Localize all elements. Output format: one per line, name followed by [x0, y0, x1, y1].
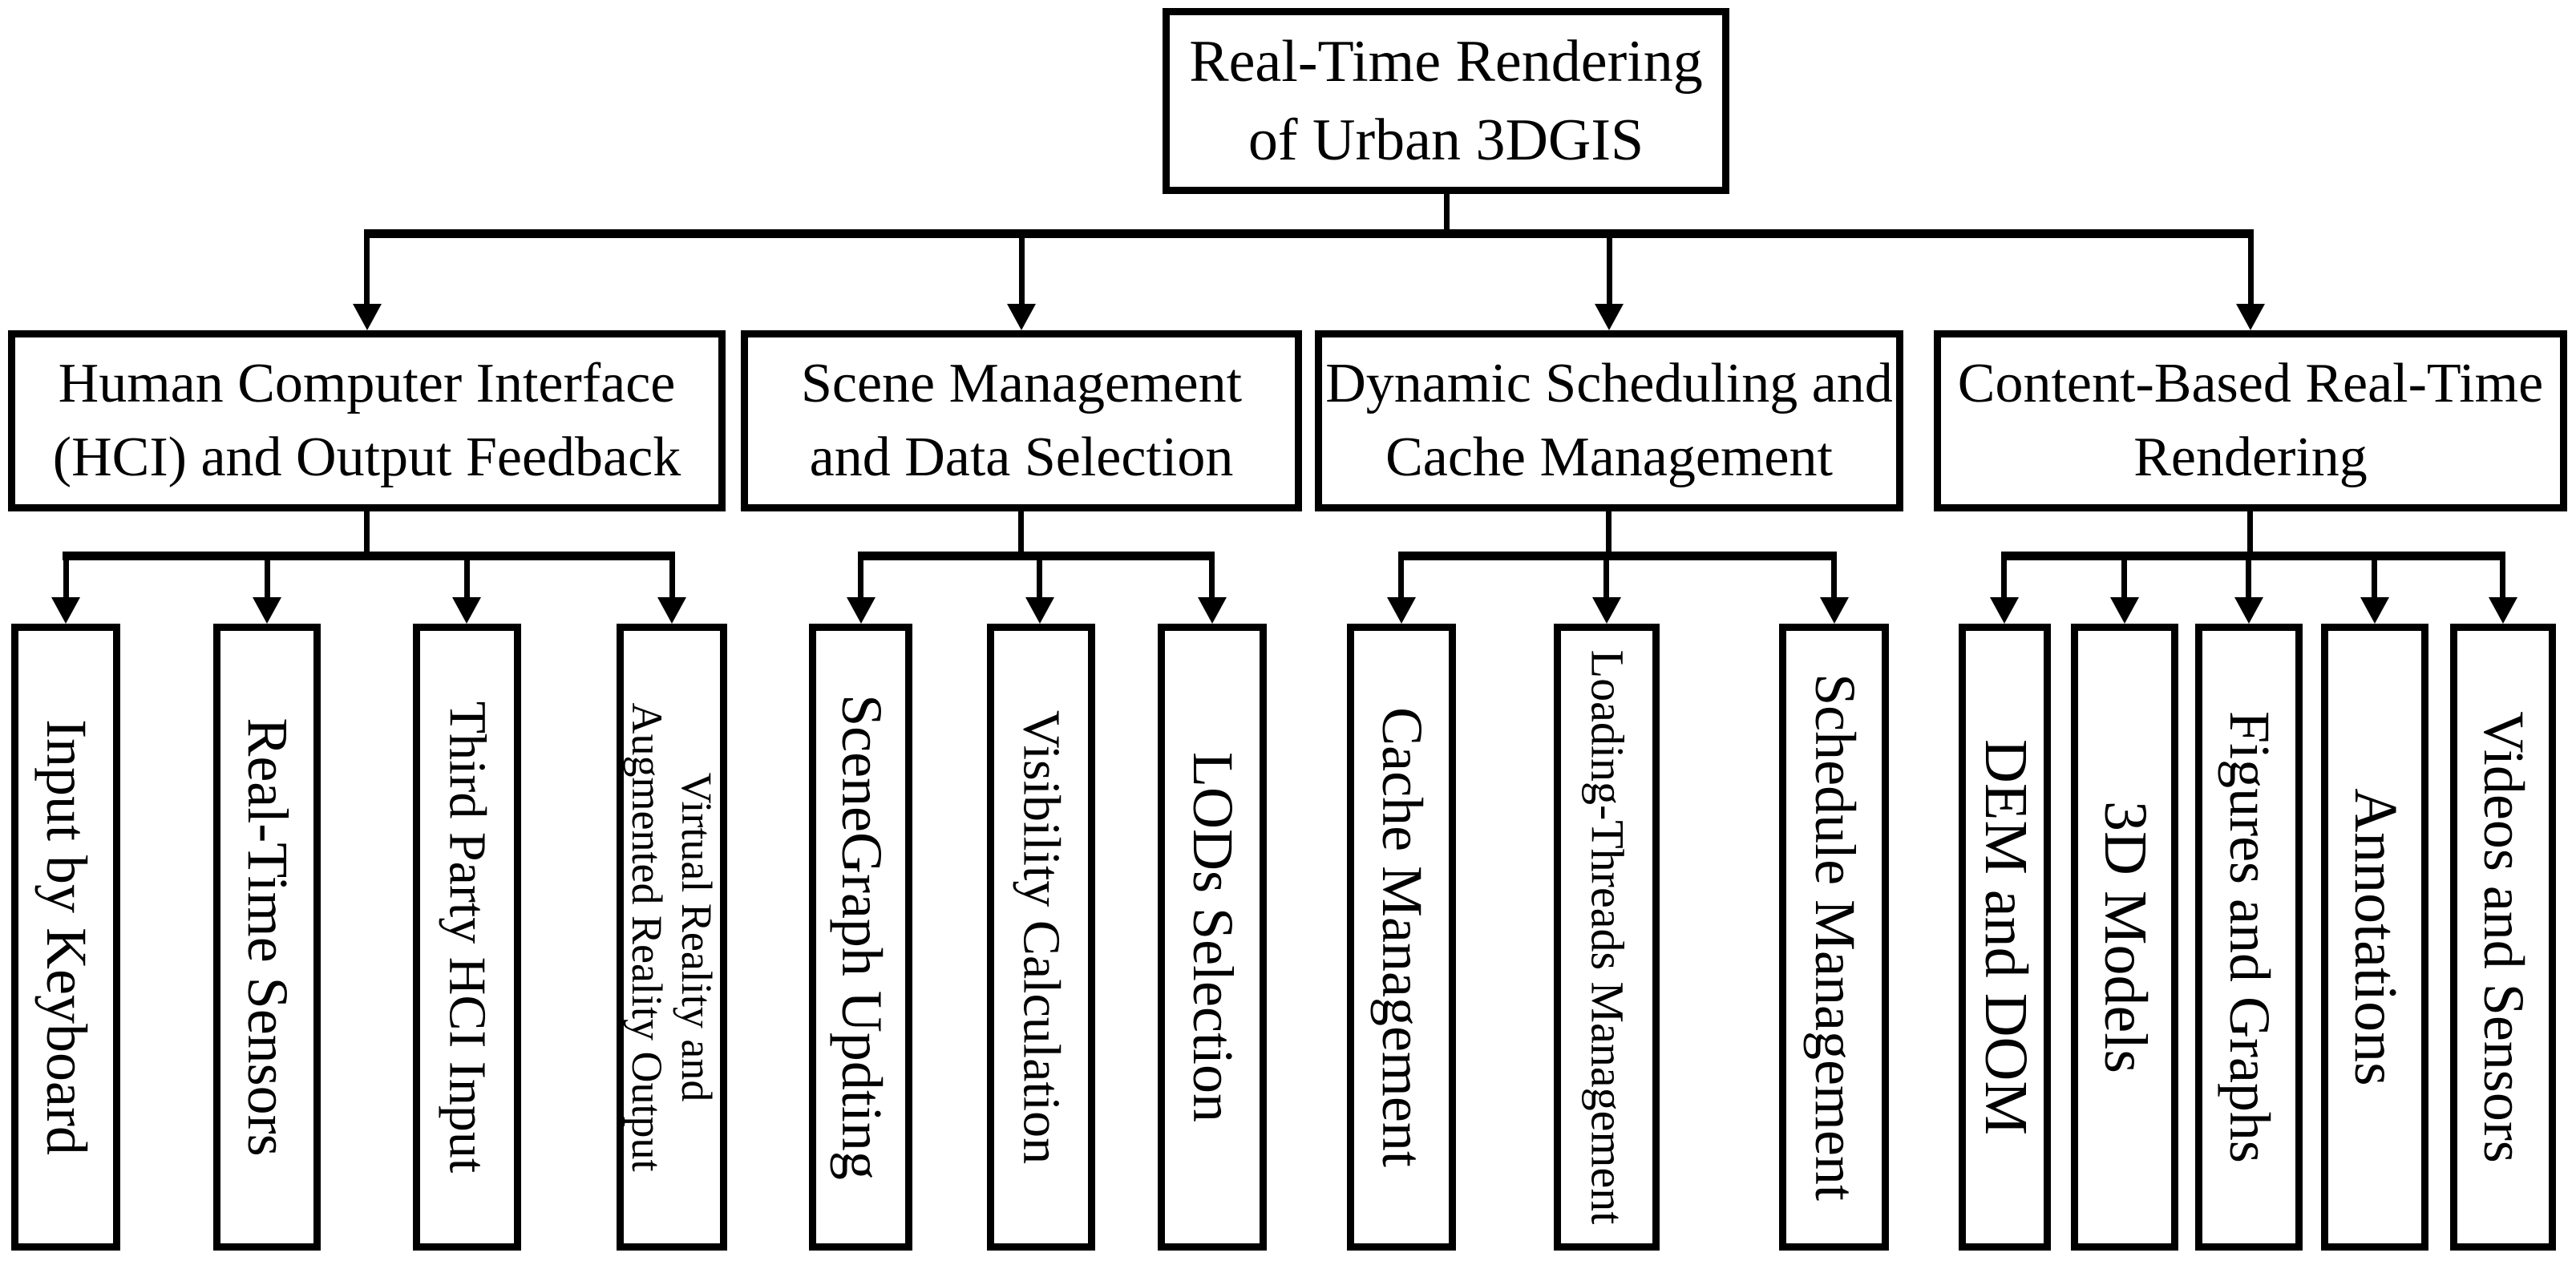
connector-branch3-stem — [1606, 511, 1612, 553]
connector-branch1-stem — [364, 511, 370, 553]
connector-group4-bus — [2001, 552, 2505, 560]
leaf-label: DEM and DOM — [1971, 739, 2040, 1135]
arrow-down-icon — [2360, 597, 2389, 624]
leaf-node-videos-and-sensors: Videos and Sensors — [2450, 624, 2556, 1251]
root-label-line1: Real-Time Rendering — [1189, 29, 1703, 95]
branch-node-scheduling: Dynamic Scheduling and Cache Management — [1315, 330, 1903, 511]
leaf-label: Annotations — [2341, 788, 2409, 1086]
arrow-down-icon — [1592, 597, 1621, 624]
leaf-node-annotations: Annotations — [2321, 624, 2428, 1251]
leaf-label: Cache Management — [1369, 707, 1434, 1167]
leaf-label: SceneGraph Updting — [829, 694, 894, 1180]
connector-drop-leaf — [265, 560, 270, 597]
leaf-node-input-by-keyboard: Input by Keyboard — [11, 624, 120, 1251]
connector-drop-leaf — [1037, 560, 1042, 597]
connector-drop-leaf — [2500, 560, 2505, 597]
connector-drop-leaf — [1398, 560, 1404, 597]
branch-node-hci: Human Computer Interface (HCI) and Outpu… — [8, 330, 726, 511]
connector-group1-bus — [63, 552, 675, 560]
connector-drop-leaf — [2121, 560, 2127, 597]
leaf-node-vr-ar-output: Virtual Reality and Augmented Reality Ou… — [617, 624, 727, 1251]
leaf-label: Third Party HCI Input — [438, 701, 497, 1174]
leaf-label: 3D Models — [2091, 801, 2159, 1073]
arrow-down-icon — [2234, 597, 2263, 624]
connector-drop-leaf — [1209, 560, 1215, 597]
arrow-down-icon — [353, 304, 382, 330]
leaf-node-lods-selection: LODs Selection — [1158, 624, 1267, 1251]
arrow-down-icon — [847, 597, 876, 624]
arrow-down-icon — [2110, 597, 2139, 624]
leaf-label: Virtual Reality and Augmented Reality Ou… — [622, 632, 722, 1242]
arrow-down-icon — [1820, 597, 1849, 624]
leaf-label: Figures and Graphs — [2217, 711, 2282, 1163]
branch-label-line2: (HCI) and Output Feedback — [52, 426, 681, 488]
connector-drop-branch-4 — [2248, 238, 2254, 304]
leaf-node-visibility-calculation: Visibility Calculation — [987, 624, 1095, 1251]
arrow-down-icon — [1025, 597, 1054, 624]
arrow-down-icon — [452, 597, 481, 624]
arrow-down-icon — [1387, 597, 1416, 624]
connector-drop-leaf — [669, 560, 675, 597]
connector-drop-leaf — [2001, 560, 2007, 597]
leaf-node-loading-threads-management: Loading-Threads Management — [1554, 624, 1660, 1251]
arrow-down-icon — [1990, 597, 2019, 624]
branch-label-line1: Scene Management — [800, 353, 1243, 414]
leaf-node-real-time-sensors: Real-Time Sensors — [213, 624, 321, 1251]
connector-drop-branch-2 — [1019, 238, 1025, 304]
leaf-label: Schedule Management — [1802, 673, 1867, 1201]
branch-label-line1: Human Computer Interface — [58, 353, 676, 414]
connector-drop-branch-3 — [1607, 238, 1612, 304]
arrow-down-icon — [1198, 597, 1227, 624]
connector-drop-leaf — [1831, 560, 1837, 597]
leaf-node-figures-and-graphs: Figures and Graphs — [2195, 624, 2303, 1251]
branch-node-content: Content-Based Real-Time Rendering — [1934, 330, 2567, 511]
leaf-label: Loading-Threads Management — [1581, 649, 1634, 1225]
arrow-down-icon — [1595, 304, 1624, 330]
leaf-label: Input by Keyboard — [34, 719, 99, 1155]
branch-label-line1: Dynamic Scheduling and — [1325, 353, 1893, 414]
arrow-down-icon — [2236, 304, 2265, 330]
branch-label-line2: and Data Selection — [809, 426, 1234, 488]
connector-group3-bus — [1398, 552, 1837, 560]
branch-label-line2: Rendering — [2133, 426, 2368, 488]
connector-root-stem — [1444, 194, 1450, 231]
arrow-down-icon — [657, 597, 686, 624]
leaf-node-cache-management: Cache Management — [1347, 624, 1456, 1251]
leaf-label: Videos and Sensors — [2471, 711, 2536, 1163]
connector-drop-leaf — [1603, 560, 1609, 597]
connector-group2-bus — [858, 552, 1215, 560]
connector-drop-leaf — [63, 560, 69, 597]
leaf-label-line2: Augmented Reality Output — [623, 702, 671, 1172]
arrow-down-icon — [253, 597, 281, 624]
arrow-down-icon — [51, 597, 80, 624]
branch-node-scene: Scene Management and Data Selection — [741, 330, 1302, 511]
arrow-down-icon — [2489, 597, 2517, 624]
branch-label-line2: Cache Management — [1385, 426, 1833, 488]
arrow-down-icon — [1007, 304, 1036, 330]
leaf-label: Real-Time Sensors — [235, 717, 300, 1157]
leaf-node-dem-and-dom: DEM and DOM — [1959, 624, 2051, 1251]
connector-drop-leaf — [858, 560, 863, 597]
connector-level1-bus — [364, 229, 2254, 238]
connector-branch2-stem — [1018, 511, 1024, 553]
connector-branch4-stem — [2247, 511, 2253, 553]
leaf-label-line1: Virtual Reality and — [673, 772, 721, 1102]
connector-drop-leaf — [464, 560, 470, 597]
leaf-label: Visibility Calculation — [1012, 709, 1071, 1165]
connector-drop-branch-1 — [364, 238, 370, 304]
leaf-label: LODs Selection — [1180, 752, 1245, 1122]
connector-drop-leaf — [2246, 560, 2251, 597]
leaf-node-schedule-management: Schedule Management — [1779, 624, 1889, 1251]
leaf-node-third-party-hci-input: Third Party HCI Input — [413, 624, 521, 1251]
root-node: Real-Time Rendering of Urban 3DGIS — [1163, 8, 1729, 194]
leaf-node-scenegraph-updting: SceneGraph Updting — [809, 624, 912, 1251]
root-label-line2: of Urban 3DGIS — [1248, 107, 1644, 173]
leaf-node-3d-models: 3D Models — [2071, 624, 2178, 1251]
branch-label-line1: Content-Based Real-Time — [1957, 353, 2544, 414]
connector-drop-leaf — [2372, 560, 2377, 597]
